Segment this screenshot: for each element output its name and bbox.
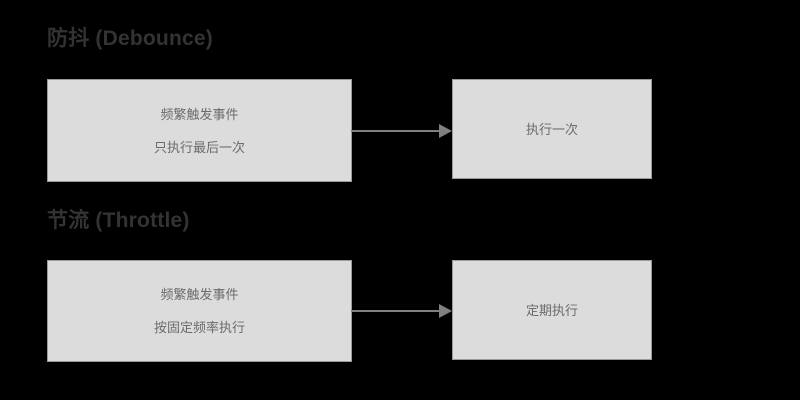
node-text-line: 频繁触发事件	[160, 106, 239, 122]
arrow-head-icon	[439, 304, 452, 318]
section-title-throttle: 节流 (Throttle)	[47, 209, 190, 232]
node-text-line: 频繁触发事件	[160, 287, 239, 302]
node-text-line: 执行一次	[525, 121, 578, 137]
node-text-line: 按固定频率执行	[153, 320, 245, 335]
node-text-line: 只执行最后一次	[153, 139, 245, 155]
arrow-throttle	[351, 299, 453, 323]
node-debounce-source[interactable]: 频繁触发事件 只执行最后一次	[47, 79, 352, 182]
node-text-line: 定期执行	[525, 302, 578, 318]
node-debounce-target[interactable]: 执行一次	[452, 79, 652, 179]
section-title-debounce: 防抖 (Debounce)	[47, 27, 213, 50]
arrow-debounce	[351, 119, 453, 143]
arrow-head-icon	[439, 124, 452, 138]
node-throttle-source[interactable]: 频繁触发事件 按固定频率执行	[47, 260, 352, 362]
node-throttle-target[interactable]: 定期执行	[452, 260, 652, 360]
